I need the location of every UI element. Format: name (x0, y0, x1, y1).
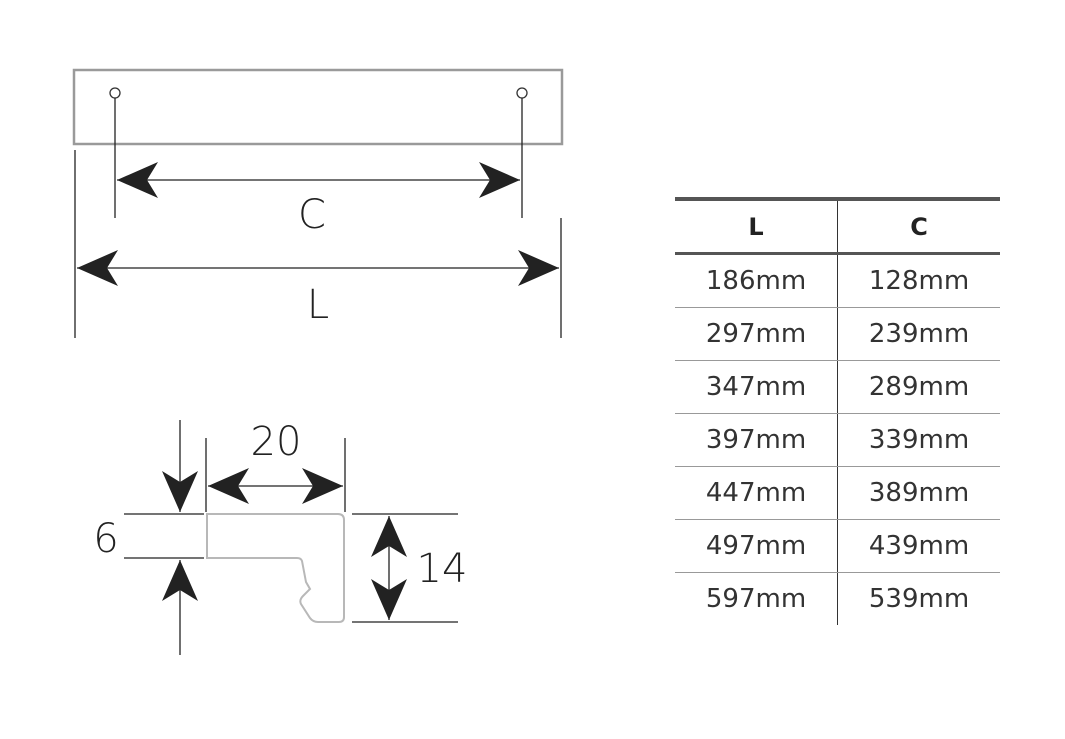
cell-c: 289mm (837, 360, 1000, 414)
l-arrow-left (77, 250, 118, 286)
table-row: 186mm 128mm (675, 253, 1000, 308)
cell-c: 339mm (837, 413, 1000, 467)
cell-c: 239mm (837, 307, 1000, 361)
width-label: 20 (251, 419, 302, 465)
cell-l: 447mm (675, 466, 838, 520)
size-table: L C 186mm 128mm 297mm 239mm 347mm 289mm … (675, 197, 1000, 625)
table-row: 497mm 439mm (675, 519, 1000, 573)
profile-view: 20 6 14 (93, 419, 467, 655)
table-row: 297mm 239mm (675, 307, 1000, 361)
header-l: L (675, 199, 838, 254)
thickness-arrow-bottom (162, 560, 198, 601)
cell-l: 597mm (675, 572, 838, 625)
l-arrow-right (518, 250, 559, 286)
front-view: C L (72, 68, 564, 338)
handle-bar (72, 68, 564, 146)
mounting-hole-right (516, 87, 528, 99)
height-arrow-bottom (371, 579, 407, 620)
mounting-hole-left (109, 87, 121, 99)
table-row: 397mm 339mm (675, 413, 1000, 467)
c-arrow-left (117, 162, 158, 198)
cell-l: 497mm (675, 519, 838, 573)
thickness-arrow-top (162, 471, 198, 512)
cell-c: 539mm (868, 584, 970, 614)
table-row: 597mm 539mm (675, 572, 1000, 625)
height-label: 14 (417, 546, 468, 592)
profile-shape (206, 513, 345, 623)
c-label: C (298, 192, 326, 238)
cell-c: 389mm (837, 466, 1000, 520)
cell-c: 128mm (837, 253, 1000, 308)
l-label: L (307, 282, 329, 328)
cell-l: 186mm (675, 253, 838, 308)
width-arrow-right (302, 468, 343, 504)
thickness-label: 6 (93, 516, 118, 562)
table-header-row: L C (675, 199, 1000, 254)
header-c: C (910, 212, 928, 241)
width-arrow-left (208, 468, 249, 504)
table-row: 347mm 289mm (675, 360, 1000, 414)
cell-c: 439mm (837, 519, 1000, 573)
height-arrow-top (371, 516, 407, 557)
cell-l: 297mm (675, 307, 838, 361)
cell-l: 397mm (675, 413, 838, 467)
c-arrow-right (479, 162, 520, 198)
cell-l: 347mm (675, 360, 838, 414)
table-row: 447mm 389mm (675, 466, 1000, 520)
